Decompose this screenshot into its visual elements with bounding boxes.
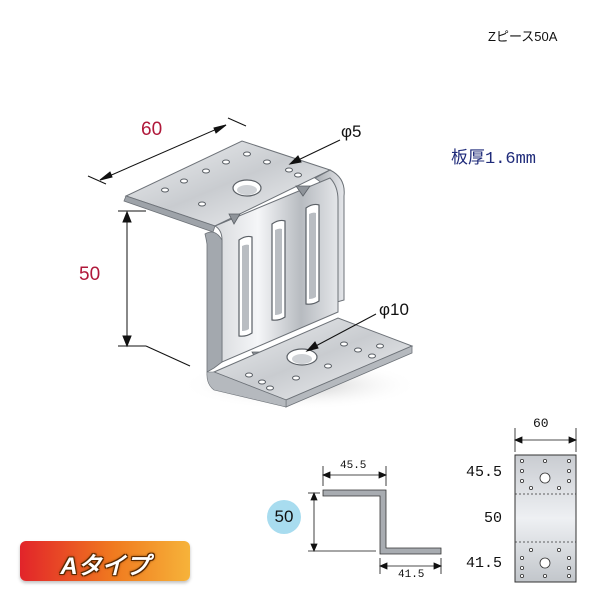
- bottom-flange: [206, 317, 414, 408]
- side-view: [308, 466, 443, 574]
- dim-line-50: [118, 210, 191, 367]
- flat-width-dimension: 60: [533, 416, 549, 431]
- side-height-badge: 50: [267, 500, 301, 534]
- plate-thickness: 板厚1.6mm: [451, 150, 537, 169]
- dim-line-60: [87, 117, 247, 185]
- leader-phi5: [288, 139, 341, 165]
- small-holes-top: [161, 151, 302, 207]
- rib-top-left: [228, 213, 241, 225]
- height-dimension: 50: [79, 264, 101, 285]
- side-top-dimension: 45.5: [340, 460, 367, 472]
- side-bottom-dimension: 41.5: [398, 569, 425, 581]
- flat-view: [513, 428, 578, 583]
- leader-phi10: [305, 313, 377, 352]
- small-holes-bottom: [245, 341, 384, 391]
- product-code: Zピース50A: [488, 29, 558, 44]
- vertical-face: [213, 177, 339, 363]
- leg-edge: [204, 231, 223, 373]
- rib-top-right: [295, 185, 311, 197]
- large-hole-label: φ10: [379, 300, 409, 319]
- flat-top-section: 45.5: [466, 464, 503, 481]
- small-hole-label: φ5: [341, 122, 362, 141]
- side-height-dimension: 50: [274, 507, 294, 526]
- type-label: Aタイプ: [60, 553, 150, 580]
- flat-bottom-section: 41.5: [466, 555, 503, 572]
- type-badge: Aタイプ: [20, 541, 190, 581]
- width-dimension: 60: [141, 119, 163, 140]
- flat-middle-section: 50: [484, 510, 503, 527]
